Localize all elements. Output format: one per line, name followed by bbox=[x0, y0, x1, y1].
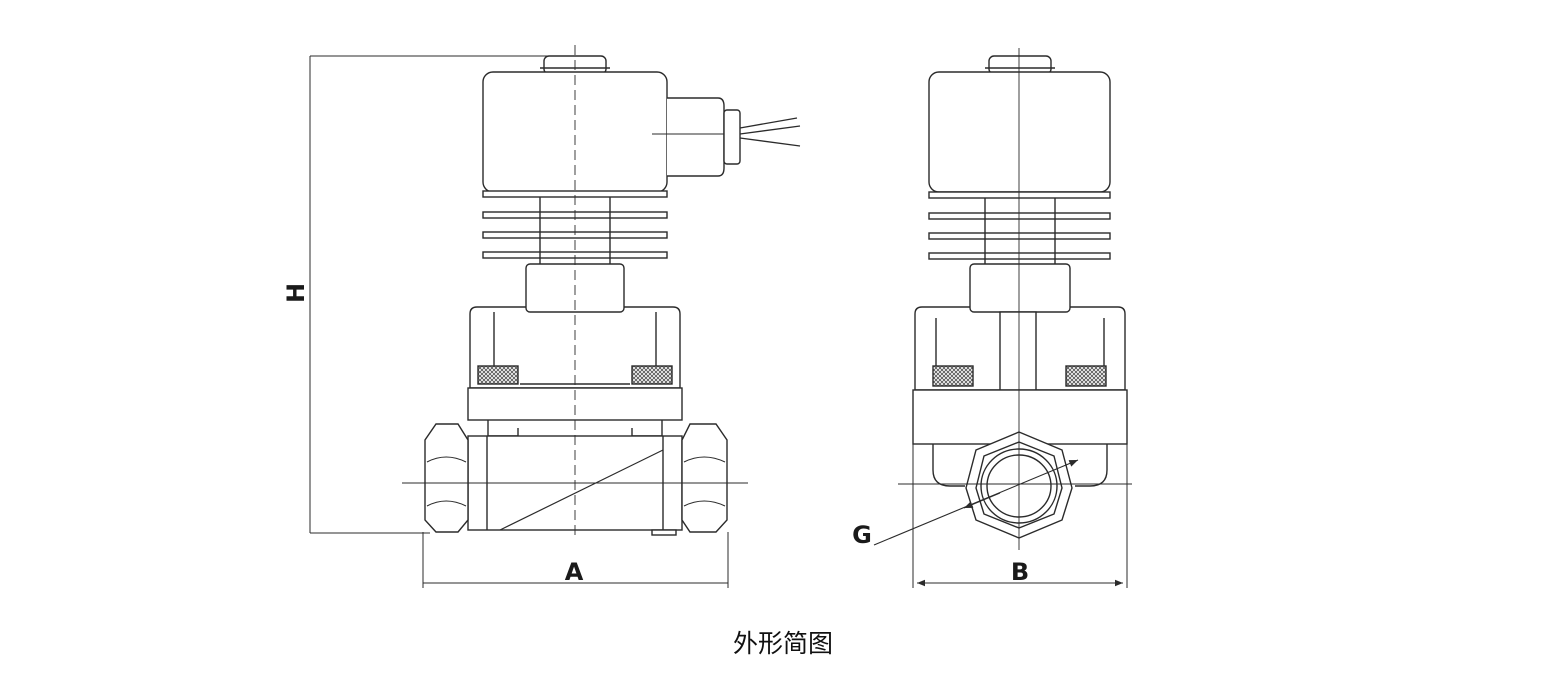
label-h: H bbox=[282, 283, 310, 303]
figure-caption: 外形简图 bbox=[732, 629, 833, 658]
hex-port-right bbox=[681, 423, 728, 533]
height-dimension bbox=[309, 55, 560, 534]
solenoid-coil-front bbox=[928, 71, 1111, 193]
label-b: B bbox=[1011, 558, 1029, 586]
side-view bbox=[309, 45, 801, 588]
knurl-screw-front-left bbox=[932, 365, 974, 387]
front-view bbox=[873, 48, 1132, 588]
knurl-screw-right bbox=[631, 365, 673, 385]
cable-wires bbox=[739, 117, 801, 147]
knurl-screw-front-right bbox=[1065, 365, 1107, 387]
hex-port-left bbox=[424, 423, 469, 533]
label-a: A bbox=[565, 558, 584, 586]
width-dimension-a bbox=[422, 532, 729, 588]
bonnet-front bbox=[969, 263, 1071, 313]
label-g: G bbox=[852, 521, 872, 549]
cable-connector bbox=[667, 97, 725, 177]
width-dimension-b bbox=[912, 444, 1128, 588]
knurl-screw-left bbox=[477, 365, 519, 385]
cooling-fins-front bbox=[928, 191, 1111, 260]
